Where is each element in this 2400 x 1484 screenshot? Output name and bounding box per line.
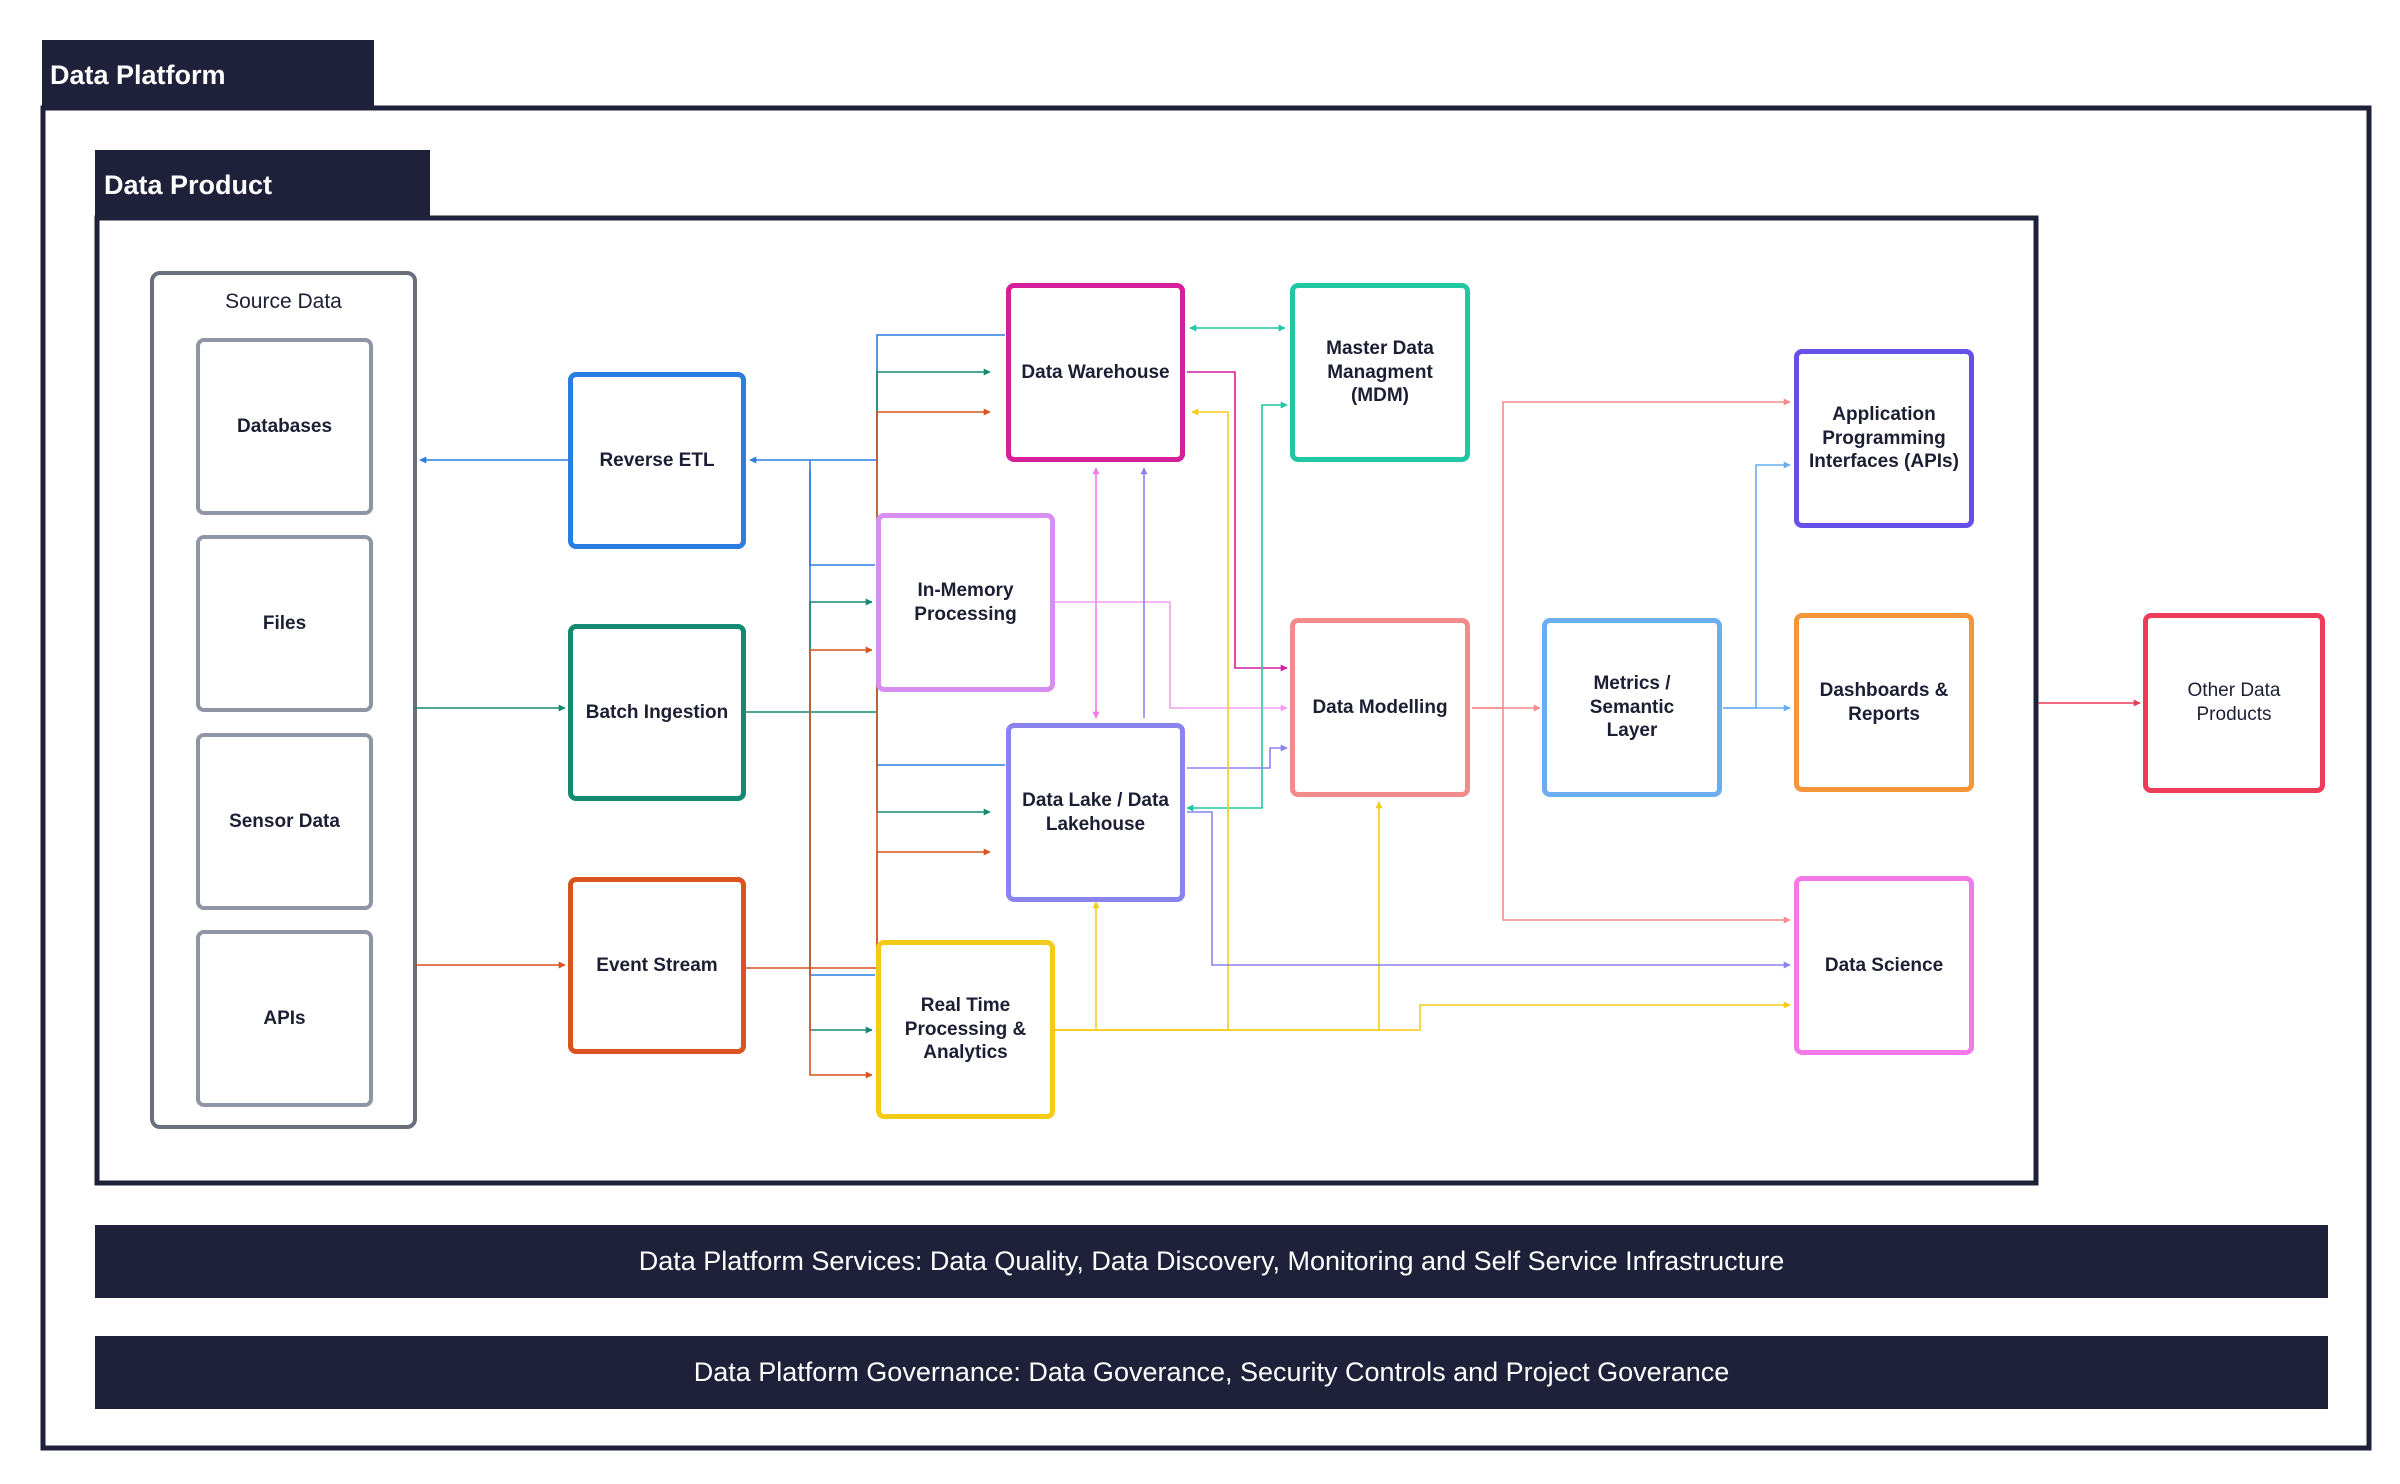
source-sensor-data-label: Sensor Data xyxy=(229,810,340,832)
edge-inmemory-to-reverse-etl xyxy=(809,460,875,566)
node-data-modelling: Data Modelling xyxy=(1290,618,1470,797)
edge-batch-to-inmemory xyxy=(809,598,873,712)
node-other-data-products: Other Data Products xyxy=(2143,613,2325,793)
source-apis: APIs xyxy=(196,930,373,1107)
platform-services-banner: Data Platform Services: Data Quality, Da… xyxy=(95,1225,2328,1298)
node-metrics-semantic-layer-label: Metrics / Semantic Layer xyxy=(1589,672,1675,742)
platform-frame xyxy=(40,105,2372,1451)
edge-event-to-warehouse xyxy=(745,408,991,969)
platform-tab xyxy=(42,40,374,110)
source-files-label: Files xyxy=(262,612,307,634)
edge-modelling-to-apis xyxy=(1472,398,1791,709)
node-reverse-etl: Reverse ETL xyxy=(568,372,746,549)
product-title: Data Product xyxy=(104,169,273,200)
product-tab xyxy=(95,150,430,220)
node-event-stream: Event Stream xyxy=(568,877,746,1054)
edge-realtime-to-lake xyxy=(1055,901,1100,1031)
node-batch-ingestion: Batch Ingestion xyxy=(568,624,746,801)
node-data-modelling-label: Data Modelling xyxy=(1312,696,1448,718)
source-files: Files xyxy=(196,535,373,712)
node-dashboards-reports-label: Dashboards & Reports xyxy=(1819,679,1949,725)
node-other-data-products-label: Other Data Products xyxy=(2187,680,2281,725)
source-data-container xyxy=(150,271,417,1129)
node-data-lake-label: Data Lake / Data Lakehouse xyxy=(1022,789,1169,835)
source-apis-label: APIs xyxy=(263,1007,306,1029)
edge-realtime-to-warehouse xyxy=(1055,408,1229,1031)
node-master-data-management-label: Master Data Managment (MDM) xyxy=(1326,337,1434,407)
edge-inmemory-to-modelling xyxy=(1055,601,1288,712)
source-databases: Databases xyxy=(196,338,373,515)
node-reverse-etl-label: Reverse ETL xyxy=(599,449,715,471)
node-data-science-label: Data Science xyxy=(1824,954,1944,976)
node-dashboards-reports: Dashboards & Reports xyxy=(1794,613,1974,792)
node-data-warehouse: Data Warehouse xyxy=(1006,283,1185,462)
edge-event-to-lake xyxy=(876,848,991,968)
node-event-stream-label: Event Stream xyxy=(596,954,718,976)
platform-title: Data Platform xyxy=(50,59,226,90)
node-application-programming-interfaces-label: Application Programming Interfaces (APIs… xyxy=(1809,403,1959,473)
node-metrics-semantic-layer: Metrics / Semantic Layer xyxy=(1542,618,1722,797)
node-batch-ingestion-label: Batch Ingestion xyxy=(585,701,729,723)
node-data-warehouse-label: Data Warehouse xyxy=(1021,361,1170,383)
platform-governance-text: Data Platform Governance: Data Goverance… xyxy=(693,1357,1730,1387)
edge-lake-to-modelling xyxy=(1187,744,1288,769)
edge-modelling-to-science xyxy=(1502,708,1791,924)
edge-lake-to-science xyxy=(1187,811,1791,969)
product-frame xyxy=(94,215,2039,1186)
node-data-lake: Data Lake / Data Lakehouse xyxy=(1006,723,1185,902)
edge-realtime-to-reverse-etl xyxy=(809,470,875,976)
node-real-time-processing-label: Real Time Processing & Analytics xyxy=(904,994,1027,1064)
edge-event-to-realtime xyxy=(809,968,873,1079)
edge-event-to-inmemory xyxy=(809,646,873,968)
source-databases-label: Databases xyxy=(236,415,333,437)
source-sensor-data: Sensor Data xyxy=(196,733,373,910)
edge-batch-to-lake xyxy=(876,712,991,816)
platform-services-text: Data Platform Services: Data Quality, Da… xyxy=(638,1246,1785,1276)
node-master-data-management: Master Data Managment (MDM) xyxy=(1290,283,1470,462)
edge-realtime-to-science xyxy=(1055,1001,1791,1031)
edge-warehouse-to-modelling xyxy=(1187,371,1288,672)
node-in-memory-processing: In-Memory Processing xyxy=(876,513,1055,692)
edge-metrics-to-apis xyxy=(1723,461,1791,709)
edge-batch-to-realtime xyxy=(809,712,873,1034)
node-real-time-processing: Real Time Processing & Analytics xyxy=(876,940,1055,1119)
node-data-science: Data Science xyxy=(1794,876,1974,1055)
platform-governance-banner: Data Platform Governance: Data Goverance… xyxy=(95,1336,2328,1409)
node-in-memory-processing-label: In-Memory Processing xyxy=(914,579,1017,625)
edge-mdm-lake xyxy=(1186,401,1288,812)
node-application-programming-interfaces: Application Programming Interfaces (APIs… xyxy=(1794,349,1974,528)
source-data-title: Source Data xyxy=(225,290,342,313)
